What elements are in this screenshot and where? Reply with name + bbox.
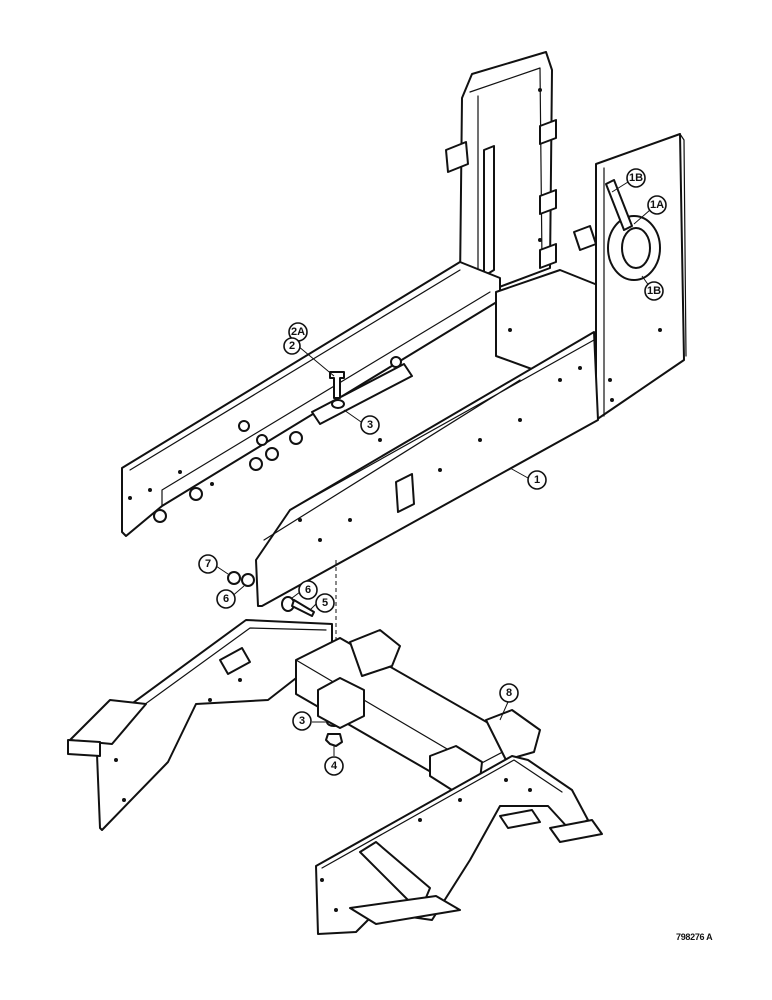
right-rail-top-edge [263, 339, 595, 541]
callout-7: 7 [198, 554, 218, 574]
left-upright-plate [459, 51, 553, 293]
callout-2A: 2A [288, 322, 308, 342]
svg-text:6: 6 [223, 593, 229, 605]
callout-3-top: 3 [360, 415, 380, 435]
hinge-bracket-4 [539, 243, 557, 269]
callout-4: 4 [324, 756, 344, 776]
rear-right-foot [549, 819, 603, 843]
main-frame [121, 51, 687, 607]
svg-text:2: 2 [289, 340, 295, 352]
svg-text:4: 4 [331, 760, 338, 772]
right-foot-gusset [359, 841, 431, 913]
right-plate-edge [603, 133, 687, 417]
frame-holes [128, 88, 662, 542]
svg-text:3: 3 [299, 715, 305, 727]
svg-text:8: 8 [506, 687, 512, 699]
inspection-slot [395, 473, 415, 513]
lever [605, 179, 633, 231]
callout-1A: 1A [647, 195, 667, 215]
callout-1B-bottom: 1B [644, 281, 664, 301]
washer-6-left [241, 573, 255, 587]
callout-8: 8 [499, 683, 519, 703]
callout-1B-top: 1B [626, 168, 646, 188]
lever-rod [573, 225, 597, 251]
callout-2: 2 [283, 337, 301, 355]
callout-5: 5 [315, 593, 335, 613]
left-beam [95, 619, 333, 831]
sub-frame [67, 619, 603, 935]
inner-post [483, 145, 495, 277]
callout-6-left: 6 [216, 589, 236, 609]
svg-text:1A: 1A [650, 199, 664, 211]
left-beam-top [103, 627, 327, 735]
front-left-mount [219, 647, 251, 675]
svg-text:5: 5 [322, 597, 328, 609]
callout-leaders [215, 181, 653, 756]
right-foot-pad [349, 895, 461, 925]
svg-text:2A: 2A [291, 326, 305, 338]
svg-text:1B: 1B [629, 172, 643, 184]
svg-text:3: 3 [367, 419, 373, 431]
saddle-right-2 [485, 709, 541, 761]
svg-text:7: 7 [205, 558, 211, 570]
drawing-id: 798276 A [676, 932, 713, 942]
callout-6-right: 6 [298, 580, 318, 600]
left-foot-pad [67, 739, 101, 757]
right-beam [315, 755, 589, 935]
nut-7 [227, 571, 241, 585]
callout-3-bottom: 3 [292, 711, 312, 731]
washer-3-top [331, 399, 345, 409]
bolt-5 [291, 599, 315, 617]
svg-text:1B: 1B [647, 285, 661, 297]
center-saddle [317, 677, 365, 729]
subframe-holes [114, 678, 532, 912]
rear-saddle [349, 629, 401, 677]
nut-4 [325, 733, 343, 747]
rail-nuts [153, 356, 402, 523]
bearing-bore [621, 227, 651, 269]
left-rail-lip [129, 269, 491, 507]
bolt-2 [329, 371, 345, 399]
svg-text:6: 6 [305, 584, 311, 596]
hinge-bracket-2 [539, 119, 557, 145]
callout-1: 1 [527, 470, 547, 490]
svg-text:1: 1 [534, 474, 540, 486]
hinge-bracket-3 [539, 189, 557, 215]
right-beam-top [321, 759, 563, 869]
mid-right-foot [499, 809, 541, 829]
center-plate [311, 363, 413, 425]
hinge-bracket-1 [445, 141, 469, 173]
